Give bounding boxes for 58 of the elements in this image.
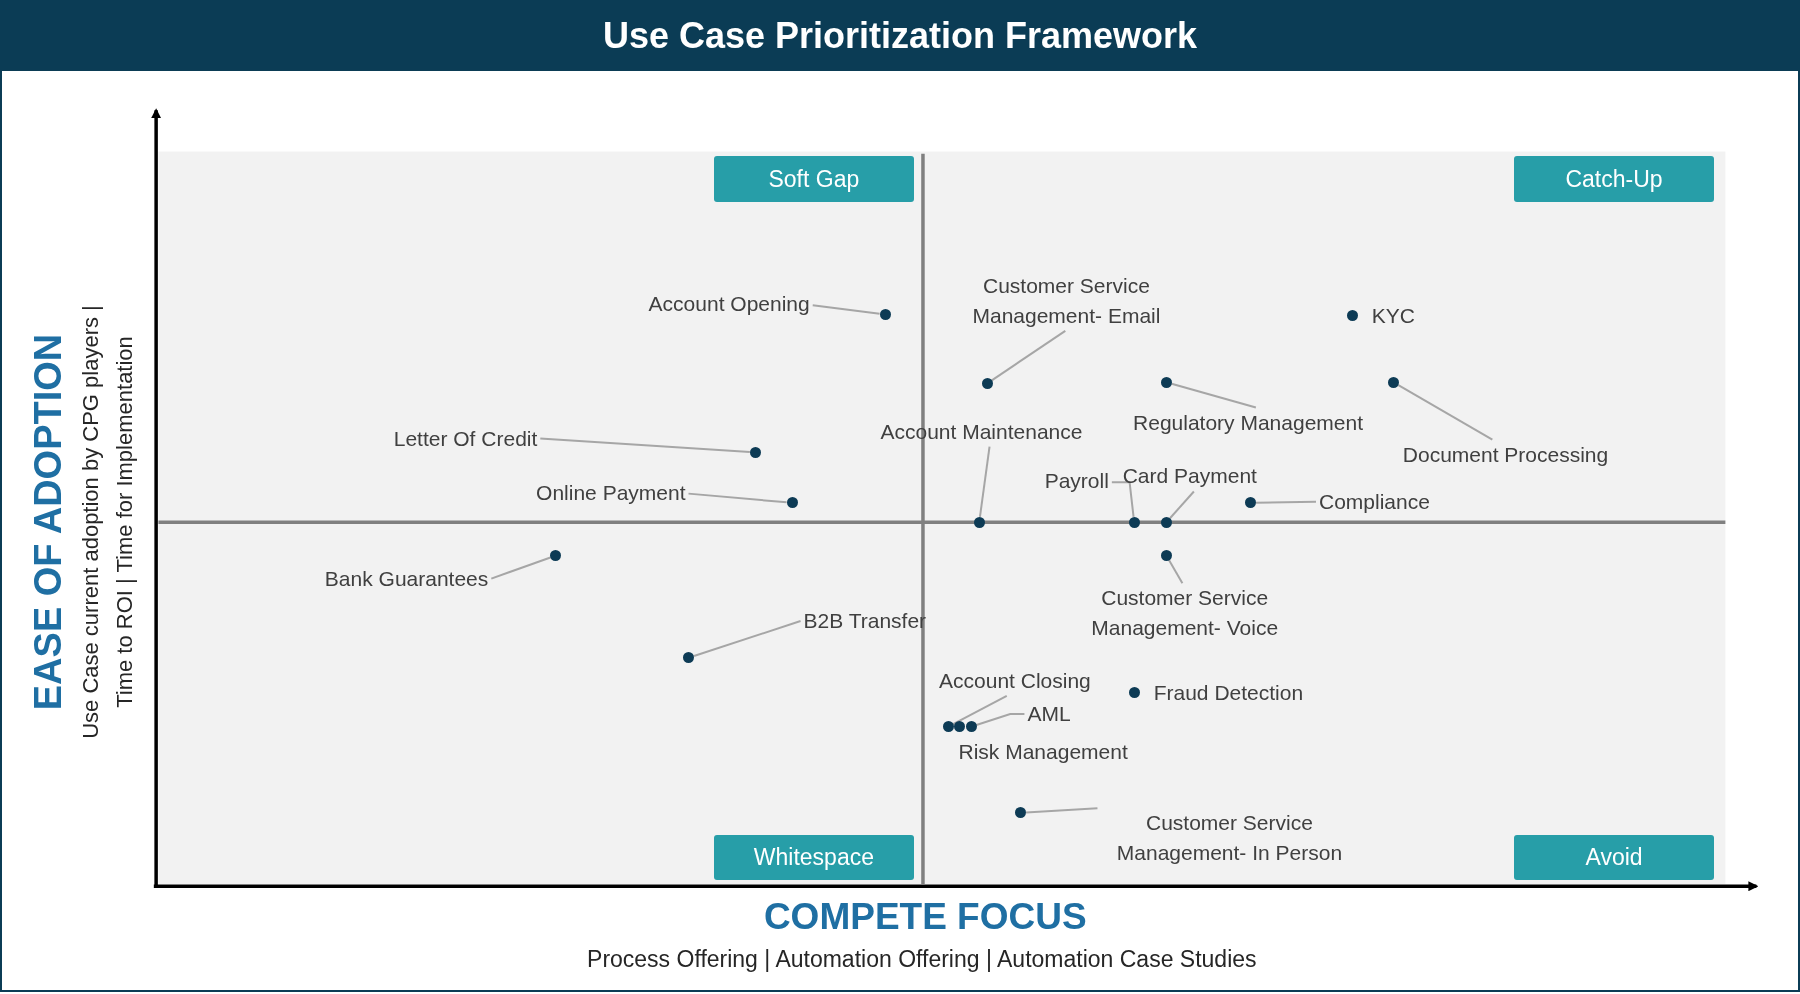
- data-point: [683, 652, 695, 664]
- data-point: [1244, 497, 1256, 509]
- leader-line: [811, 304, 881, 315]
- leader-line: [1169, 490, 1195, 520]
- data-point-label: KYC: [1371, 302, 1415, 329]
- axis-subtitle: Process Offering | Automation Offering | Automation Case Studies: [587, 945, 1257, 973]
- data-point-label: AML: [1027, 699, 1071, 730]
- data-point: [942, 721, 954, 733]
- leader-line: [1254, 500, 1317, 504]
- data-point-label: Compliance: [1319, 486, 1430, 517]
- diagram-title: Use Case Prioritization Framework: [602, 14, 1198, 57]
- leader-line: [1110, 481, 1135, 518]
- data-point: [1128, 516, 1140, 528]
- leader-line: [952, 694, 1008, 726]
- axis-subtitle: Use Case current adoption by CPG players | Time to ROI | Time for Implementation: [76, 304, 138, 742]
- quadrant-badge: Catch-Up: [1514, 156, 1714, 202]
- data-point-label: Customer Service Management- In Person: [1099, 808, 1360, 869]
- data-point-label: Payroll: [1044, 466, 1109, 497]
- data-point-label: Letter Of Credit: [393, 423, 538, 454]
- data-point-label: Online Payment: [536, 477, 686, 508]
- quadrant-badge: Soft Gap: [714, 156, 914, 202]
- data-point-label: Customer Service Management- Voice: [1074, 583, 1295, 644]
- data-point: [965, 721, 977, 733]
- leader-line: [687, 492, 788, 504]
- leader-line: [990, 329, 1067, 382]
- data-point: [550, 550, 562, 562]
- leader-line: [490, 556, 552, 580]
- leader-line: [693, 620, 802, 658]
- data-point: [981, 377, 993, 389]
- data-point: [973, 516, 985, 528]
- leader-line: [1397, 384, 1494, 441]
- data-point-label: Regulatory Management: [1133, 407, 1363, 438]
- data-point-label: Fraud Detection: [1153, 680, 1304, 707]
- data-point-label: Customer Service Management- Email: [957, 270, 1176, 331]
- leader-line: [1025, 807, 1099, 814]
- data-point-label: Account Closing: [939, 665, 1091, 696]
- axis-title: COMPETE FOCUS: [763, 896, 1087, 939]
- data-point-label: Account Opening: [648, 289, 810, 320]
- leader-line: [539, 437, 751, 453]
- data-point-label: Document Processing: [1402, 439, 1609, 470]
- data-point: [749, 446, 761, 458]
- data-point: [1015, 807, 1027, 819]
- data-point: [879, 309, 891, 321]
- leader-line: [975, 713, 1026, 726]
- leader-line: [978, 445, 991, 518]
- data-point: [786, 497, 798, 509]
- leader-line: [1170, 382, 1257, 409]
- axis-title: EASE OF ADOPTION: [26, 334, 70, 711]
- quadrant-badge: Whitespace: [714, 834, 914, 881]
- data-point: [1160, 376, 1172, 388]
- quadrant-badge: Avoid: [1514, 834, 1714, 881]
- data-point: [1160, 516, 1172, 528]
- data-point: [1388, 376, 1400, 388]
- data-point-label: Card Payment: [1122, 461, 1257, 492]
- leader-line: [1168, 559, 1184, 585]
- data-point: [1160, 550, 1172, 562]
- data-point-label: Risk Management: [958, 739, 1128, 765]
- data-point-label: Bank Guarantees: [324, 563, 489, 594]
